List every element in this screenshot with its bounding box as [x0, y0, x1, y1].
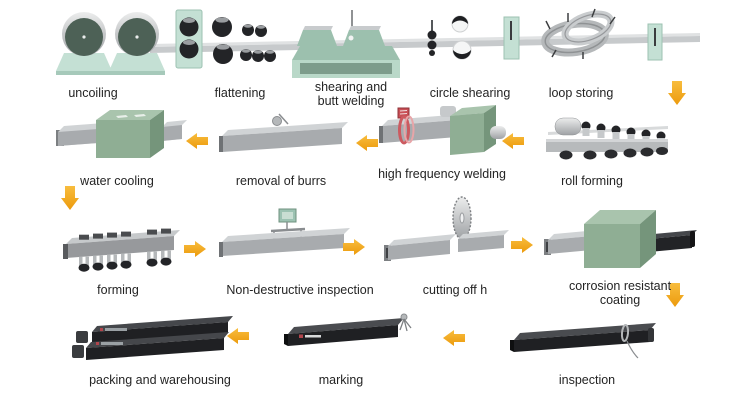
roll-forming-graphic: [546, 117, 668, 160]
flow-arrow-left-icon: [227, 328, 249, 344]
shearing-butt-welding-graphic: [292, 10, 400, 78]
station-label-shearing-butt-welding: shearing and butt welding: [314, 80, 388, 108]
removal-of-burrs-graphic: [219, 113, 348, 152]
station-label-removal-of-burrs: removal of burrs: [235, 174, 327, 188]
packing-warehousing-graphic: [72, 316, 233, 360]
loop-storing-graphic: [541, 8, 663, 61]
water-cooling-graphic: [56, 110, 187, 158]
marking-graphic: [284, 313, 412, 346]
station-label-cutting-off: cutting off h: [422, 283, 488, 297]
station-label-marking: marking: [318, 373, 364, 387]
station-label-roll-forming: roll forming: [561, 174, 623, 188]
flow-arrow-right-icon: [511, 237, 533, 253]
station-label-non-destructive-inspection: Non-destructive inspection: [226, 283, 374, 297]
station-label-inspection: inspection: [558, 373, 616, 387]
station-label-high-frequency-welding: high frequency welding: [378, 167, 506, 181]
flow-arrow-right-icon: [343, 239, 365, 255]
steel-strip: [150, 33, 700, 53]
station-label-uncoiling: uncoiling: [68, 86, 118, 100]
station-label-flattening: flattening: [214, 86, 266, 100]
non-destructive-inspection-graphic: [219, 208, 350, 257]
cutting-off-graphic: [384, 196, 509, 261]
station-label-circle-shearing: circle shearing: [429, 86, 511, 100]
uncoiling-graphic: [56, 12, 165, 75]
forming-graphic: [63, 228, 180, 272]
high-frequency-welding-graphic: [379, 105, 506, 155]
station-label-loop-storing: loop storing: [548, 86, 614, 100]
inspection-graphic: [510, 323, 656, 359]
flattening-graphic: [175, 9, 276, 69]
flow-arrow-left-icon: [186, 133, 208, 149]
station-label-corrosion-resistant-coating: corrosion resistant coating: [568, 279, 672, 307]
circle-shearing-graphic: [427, 15, 520, 60]
flow-arrow-down-icon: [61, 186, 79, 210]
flow-arrow-left-icon: [443, 330, 465, 346]
station-label-water-cooling: water cooling: [80, 174, 154, 188]
station-label-packing-warehousing: packing and warehousing: [89, 373, 231, 387]
station-label-forming: forming: [97, 283, 139, 297]
flow-arrow-right-icon: [184, 241, 206, 257]
corrosion-resistant-coating-graphic: [544, 210, 697, 268]
flow-arrow-down-icon: [668, 81, 686, 105]
flow-arrow-left-icon: [356, 135, 378, 151]
